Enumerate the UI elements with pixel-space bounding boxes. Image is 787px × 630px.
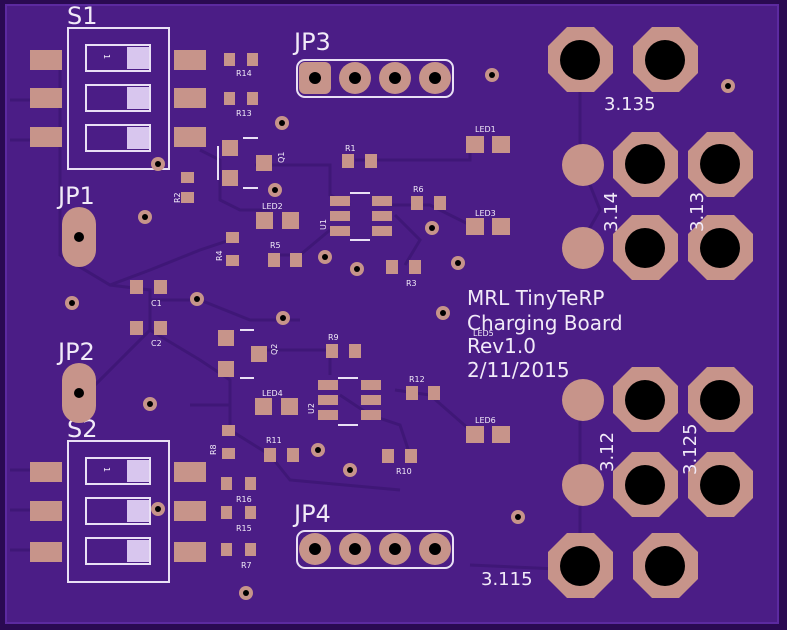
label-r5: R5 [270, 241, 281, 250]
s1-label: S1 [67, 2, 98, 30]
label-r12: R12 [409, 375, 425, 384]
label-q1: Q1 [277, 152, 286, 163]
header-jp4[interactable] [296, 530, 454, 569]
label-r11: R11 [266, 436, 282, 445]
label-r10: R10 [396, 467, 412, 476]
label-r14: R14 [236, 69, 252, 78]
jumper-jp1[interactable] [62, 207, 96, 267]
pad-314-a[interactable] [562, 144, 604, 186]
label-led1: LED1 [475, 125, 496, 134]
label-r4: R4 [215, 250, 224, 261]
jp4-label: JP4 [292, 500, 331, 528]
label-led3: LED3 [475, 209, 496, 218]
title-line-1: MRL TinyTeRP [467, 286, 604, 310]
label-312: 3.12 [597, 432, 618, 472]
s1-pin1-label: 1 [102, 54, 111, 59]
label-led4: LED4 [262, 389, 283, 398]
label-r16: R16 [236, 495, 252, 504]
label-led5: LED5 [473, 329, 494, 338]
label-u2: U2 [307, 403, 316, 414]
label-3115: 3.115 [481, 569, 533, 590]
label-r15: R15 [236, 524, 252, 533]
label-313: 3.13 [687, 192, 708, 232]
pad-314-b[interactable] [562, 227, 604, 269]
label-c1: C1 [151, 299, 162, 308]
pad-312-a[interactable] [562, 379, 604, 421]
terminals [548, 27, 753, 598]
label-r8: R8 [209, 444, 218, 455]
switch-s1[interactable]: 1 [30, 27, 206, 170]
label-r3: R3 [406, 279, 417, 288]
switch-s2[interactable]: 1 [30, 440, 206, 583]
label-r13: R13 [236, 109, 252, 118]
jp2-label: JP2 [56, 338, 95, 366]
label-r2: R2 [173, 192, 182, 203]
jp3-label: JP3 [292, 28, 331, 56]
smd-components [130, 53, 510, 556]
title-line-4: 2/11/2015 [467, 358, 570, 382]
s2-pin1-label: 1 [102, 467, 111, 472]
header-jp3[interactable] [296, 59, 454, 98]
jp1-label: JP1 [56, 182, 95, 210]
label-u1: U1 [319, 219, 328, 230]
vias [65, 68, 735, 600]
label-r9: R9 [328, 333, 339, 342]
label-3125: 3.125 [680, 423, 701, 475]
pad-312-b[interactable] [562, 464, 604, 506]
jumper-jp2[interactable] [62, 363, 96, 423]
label-r1: R1 [345, 144, 356, 153]
board-title: MRL TinyTeRP Charging Board Rev1.0 2/11/… [467, 286, 623, 382]
title-line-3: Rev1.0 [467, 334, 536, 358]
label-led6: LED6 [475, 416, 496, 425]
label-r6: R6 [413, 185, 424, 194]
label-3135: 3.135 [604, 94, 656, 115]
label-led2: LED2 [262, 202, 283, 211]
label-q2: Q2 [270, 344, 279, 355]
label-314: 3.14 [601, 192, 622, 232]
title-line-2: Charging Board [467, 311, 623, 335]
label-r7: R7 [241, 561, 252, 570]
label-c2: C2 [151, 339, 162, 348]
